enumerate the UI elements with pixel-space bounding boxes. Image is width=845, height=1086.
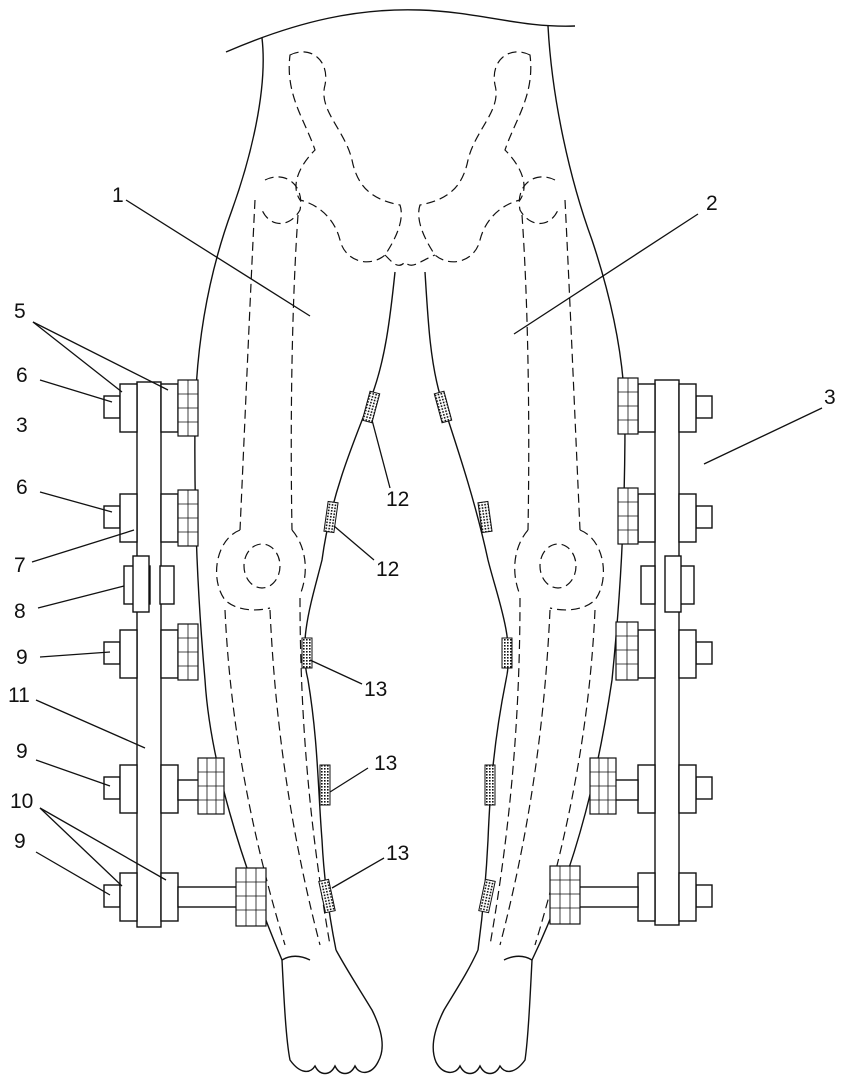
label-13-a: 13 xyxy=(364,678,387,701)
label-3-left: 3 xyxy=(16,414,28,437)
label-13-c: 13 xyxy=(386,842,409,865)
label-7: 7 xyxy=(14,554,26,577)
label-8: 8 xyxy=(14,600,26,623)
marker-13-c-right xyxy=(479,879,495,912)
label-1: 1 xyxy=(112,184,124,207)
marker-13-a-left xyxy=(302,638,312,668)
label-12-upper: 12 xyxy=(386,488,409,511)
marker-13-a-right xyxy=(502,638,512,668)
right-fastener-5 xyxy=(550,866,712,924)
markers xyxy=(302,391,512,912)
right-connecting-rod xyxy=(655,380,679,925)
label-12-lower: 12 xyxy=(376,558,399,581)
left-fastener-5 xyxy=(104,868,266,926)
label-11: 11 xyxy=(8,684,30,707)
skeleton xyxy=(217,52,604,945)
left-fastener-4 xyxy=(104,758,224,814)
left-connecting-rod xyxy=(137,382,161,927)
marker-13-b-right xyxy=(485,765,495,805)
right-fixator xyxy=(550,378,712,925)
marker-12-upper-right xyxy=(434,391,451,423)
label-9-b: 9 xyxy=(16,740,28,763)
label-9-c: 9 xyxy=(14,830,26,853)
marker-12-upper-left xyxy=(362,391,379,423)
label-5: 5 xyxy=(14,300,26,323)
label-6-lower: 6 xyxy=(16,476,28,499)
right-fastener-4 xyxy=(590,758,712,814)
label-6-upper: 6 xyxy=(16,364,28,387)
label-10: 10 xyxy=(10,790,33,813)
label-3-right: 3 xyxy=(824,386,836,409)
marker-13-b-left xyxy=(320,765,330,805)
left-fixator xyxy=(104,380,266,927)
marker-13-c-left xyxy=(319,879,335,912)
label-13-b: 13 xyxy=(374,752,397,775)
label-2: 2 xyxy=(706,192,718,215)
label-9-a: 9 xyxy=(16,646,28,669)
